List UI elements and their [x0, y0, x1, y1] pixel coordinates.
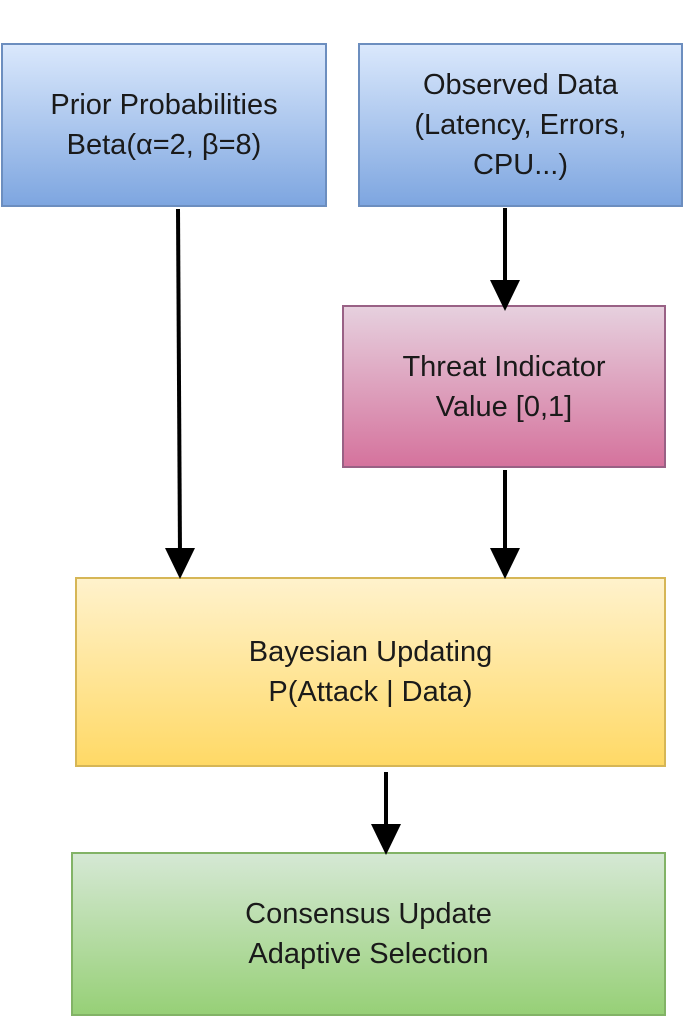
bayes-node-line2: P(Attack | Data)	[268, 676, 473, 708]
prior-probabilities-node: Prior Probabilities Beta(α=2, β=8)	[1, 43, 327, 207]
prior-node-line2: Beta(α=2, β=8)	[66, 129, 262, 161]
threat-indicator-node: Threat Indicator Value [0,1]	[342, 305, 666, 468]
observed-node-line1: Observed Data	[422, 69, 619, 101]
observed-node-line3: CPU...)	[472, 149, 569, 181]
prior-node-line1: Prior Probabilities	[50, 89, 278, 121]
arrow-bayes-to-consensus	[371, 772, 401, 855]
arrow-observed-to-threat	[490, 208, 520, 311]
consensus-node-line1: Consensus Update	[245, 898, 492, 930]
observed-data-node: Observed Data (Latency, Errors, CPU...)	[358, 43, 683, 207]
arrow-threat-to-bayes	[490, 470, 520, 579]
consensus-node-line2: Adaptive Selection	[248, 938, 489, 970]
threat-node-line2: Value [0,1]	[435, 390, 573, 423]
bayes-node-line1: Bayesian Updating	[248, 636, 493, 668]
consensus-update-node: Consensus Update Adaptive Selection	[71, 852, 666, 1016]
bayesian-updating-node: Bayesian Updating P(Attack | Data)	[75, 577, 666, 767]
observed-node-line2: (Latency, Errors,	[414, 109, 627, 141]
threat-node-line1: Threat Indicator	[402, 350, 606, 383]
arrow-prior-to-bayes	[165, 208, 195, 579]
